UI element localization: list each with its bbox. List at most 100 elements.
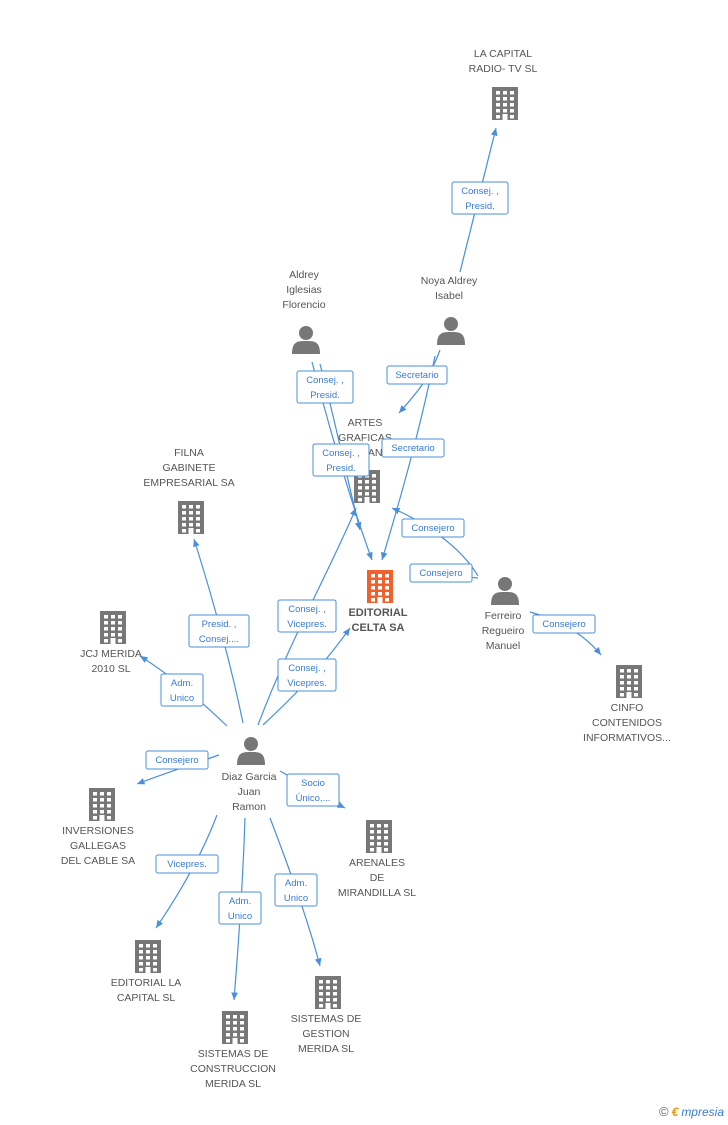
edge-label-box[interactable] xyxy=(286,773,340,807)
person-icon xyxy=(437,317,465,345)
node-label: EDITORIAL LA xyxy=(111,977,182,989)
node-label: Juan xyxy=(238,786,261,798)
node-label: MERIDA SL xyxy=(298,1043,354,1055)
edge-label-text: Consejero xyxy=(542,619,585,630)
node-label: SISTEMAS DE xyxy=(291,1013,362,1025)
node-label: GALLEGAS xyxy=(70,840,126,852)
edge-label-box[interactable] xyxy=(277,658,337,692)
node-label: INVERSIONES xyxy=(62,825,134,837)
edge-label-text: Consej. , xyxy=(288,663,326,674)
edge-label-text: Vicepres. xyxy=(167,859,206,870)
edge-label-box[interactable] xyxy=(401,518,465,538)
copyright-symbol: © xyxy=(659,1104,669,1119)
edge-label-box[interactable] xyxy=(145,750,209,770)
node-label: CAPITAL SL xyxy=(117,992,176,1004)
edge-label-text: Consejero xyxy=(419,568,462,579)
edge-label-ferreiro-artes[interactable]: Consejero xyxy=(401,518,465,538)
edge-label-aldrey-editorial[interactable]: Consej. ,Presid. xyxy=(296,370,354,404)
node-label: EDITORIAL xyxy=(348,607,407,619)
node-label: CONTENIDOS xyxy=(592,717,662,729)
node-label: Ferreiro xyxy=(485,610,522,622)
edge-label-diaz-editorial[interactable]: Consej. , Vicepres. xyxy=(277,658,337,692)
edge-label-diaz-artes[interactable]: Consej. ,Vicepres. xyxy=(277,599,337,633)
edge-label-text: Secretario xyxy=(391,443,434,454)
building-icon xyxy=(89,788,115,821)
edge-label-text: Presid. , xyxy=(202,619,237,630)
node-label: SISTEMAS DE xyxy=(198,1048,269,1060)
edge-label-ferreiro-editorial[interactable]: Consejero xyxy=(409,563,473,583)
edge-label-diaz-sistemas_construccion[interactable]: Adm. Unico xyxy=(218,891,262,925)
edge-label-diaz-sistemas_gestion[interactable]: Adm.Unico xyxy=(274,873,318,907)
node-label: ARTES xyxy=(348,417,383,429)
node-label: Aldrey xyxy=(289,269,320,281)
building-icon xyxy=(135,940,161,973)
edge-label-noya-editorial[interactable]: Secretario xyxy=(381,438,445,458)
edge-label-aldrey-editorial[interactable]: Consej. ,Presid. xyxy=(312,443,370,477)
edge-labels: Consej. ,Presid. Consej. ,Presid. Secretar… xyxy=(145,181,596,925)
edge-label-text: Adm. xyxy=(229,896,251,907)
edge-label-text: Vicepres. xyxy=(287,619,326,630)
edge-label-text: Socio xyxy=(301,778,325,789)
node-arenales[interactable]: ARENALES DE MIRANDILLA SL xyxy=(338,820,416,899)
edge-label-ferreiro-cinfo[interactable]: Consejero xyxy=(532,614,596,634)
edge-label-box[interactable] xyxy=(532,614,596,634)
edge-label-text: Adm. xyxy=(285,878,307,889)
edge-label-text: Consej. , xyxy=(306,375,344,386)
edge-label-text: Consej.... xyxy=(199,634,239,645)
person-icon xyxy=(292,326,320,354)
edge-label-noya-lacapital[interactable]: Consej. ,Presid. xyxy=(451,181,509,215)
edge-label-diaz-jcj[interactable]: Adm.Unico xyxy=(160,673,204,707)
edge-label-diaz-inversiones[interactable]: Consejero xyxy=(145,750,209,770)
edge-label-box[interactable] xyxy=(188,614,250,648)
edge-label-text: Único,... xyxy=(296,793,331,804)
edge-label-box[interactable] xyxy=(218,891,262,925)
edge-label-box[interactable] xyxy=(277,599,337,633)
edge-label-box[interactable] xyxy=(312,443,370,477)
node-label: MIRANDILLA SL xyxy=(338,887,416,899)
edge-label-box[interactable] xyxy=(296,370,354,404)
building-icon xyxy=(367,570,393,603)
building-icon xyxy=(492,87,518,120)
node-cinfo[interactable]: CINFOCONTENIDOSINFORMATIVOS... xyxy=(583,665,671,744)
node-label: Florencio xyxy=(282,299,325,311)
node-label: ARENALES xyxy=(349,857,405,869)
brand-name: mpresia xyxy=(681,1104,724,1119)
edge-label-box[interactable] xyxy=(274,873,318,907)
node-label: Regueiro xyxy=(482,625,525,637)
node-label: RADIO- TV SL xyxy=(469,63,538,75)
edge-label-diaz-editorial_lacapital[interactable]: Vicepres. xyxy=(155,854,219,874)
edge-label-text: Unico xyxy=(228,911,252,922)
edge-label-box[interactable] xyxy=(451,181,509,215)
footer-brand[interactable]: © €mpresia xyxy=(659,1104,724,1119)
edge-label-box[interactable] xyxy=(160,673,204,707)
node-label: EMPRESARIAL SA xyxy=(143,477,234,489)
edge-label-box[interactable] xyxy=(386,365,448,385)
node-label: Isabel xyxy=(435,290,463,302)
edge-label-diaz-arenales[interactable]: SocioÚnico,... xyxy=(286,773,340,807)
edge-label-diaz-filna[interactable]: Presid. , Consej.... xyxy=(188,614,250,648)
edge-label-text: Vicepres. xyxy=(287,678,326,689)
edge-label-text: Unico xyxy=(170,693,194,704)
node-label: DE xyxy=(370,872,385,884)
node-label: Ramon xyxy=(232,801,266,813)
edge-label-box[interactable] xyxy=(155,854,219,874)
building-icon xyxy=(222,1011,248,1044)
edge-label-noya-artes[interactable]: Secretario xyxy=(386,365,448,385)
building-icon xyxy=(178,501,204,534)
edge-label-text: Consejero xyxy=(155,755,198,766)
node-editorial_lacapital[interactable]: EDITORIAL LA CAPITAL SL xyxy=(111,940,182,1004)
edge-label-box[interactable] xyxy=(381,438,445,458)
edge-label-box[interactable] xyxy=(409,563,473,583)
